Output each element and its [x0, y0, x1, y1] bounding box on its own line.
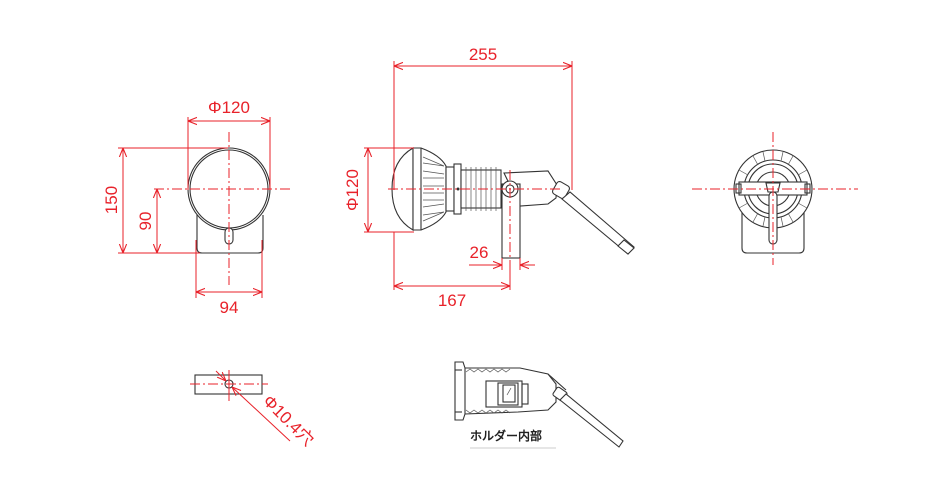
- front-total-height-label: 150: [102, 186, 121, 214]
- side-diameter-label: Φ120: [343, 169, 362, 211]
- front-view: Φ120 150 90 94: [102, 98, 292, 317]
- side-front-to-pivot-label: 167: [438, 291, 466, 310]
- front-diameter-label: Φ120: [208, 98, 250, 117]
- front-base-width-label: 94: [220, 298, 239, 317]
- side-lamp-outline: [391, 147, 635, 259]
- side-view: 255 Φ120 26 167: [343, 45, 635, 310]
- front-center-height-label: 90: [136, 212, 155, 231]
- rear-view: [692, 132, 858, 265]
- holder-interior-detail: ホルダー内部: [454, 361, 624, 449]
- side-bracket-width-label: 26: [470, 243, 489, 262]
- mount-hole-detail: Φ10.4穴: [190, 370, 318, 450]
- holder-interior-caption: ホルダー内部: [470, 428, 542, 443]
- side-total-length-label: 255: [469, 45, 497, 64]
